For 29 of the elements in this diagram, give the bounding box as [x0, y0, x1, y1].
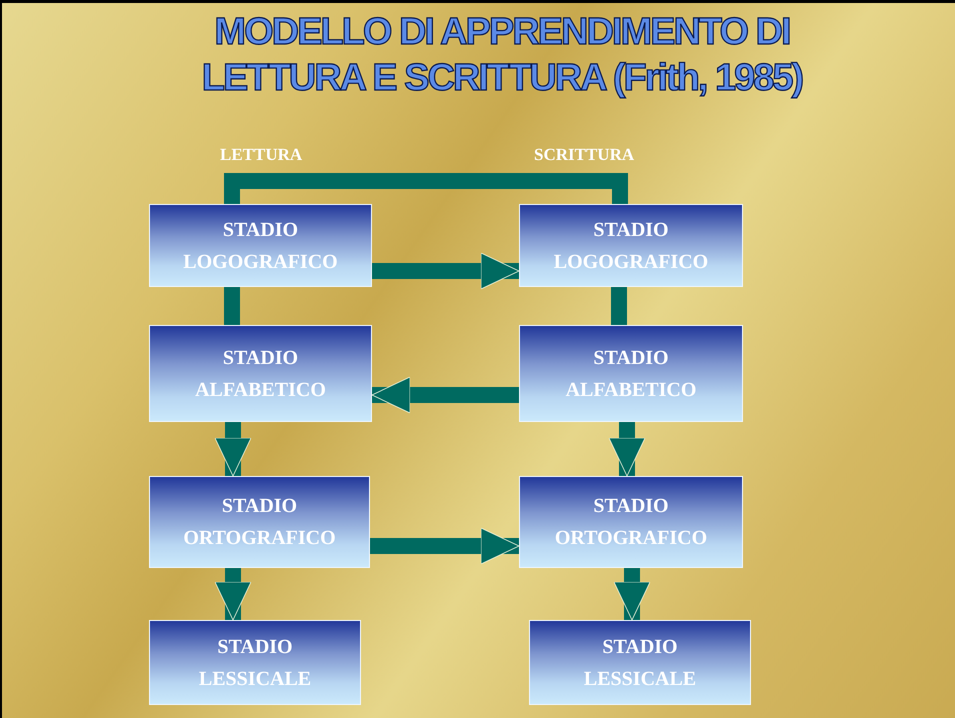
connector-line: [224, 287, 240, 325]
arrow: [214, 568, 252, 620]
stage-box: [149, 204, 372, 287]
stage-label: STADIO ORTOGRAFICO: [182, 494, 337, 551]
stage-label: STADIO LESSICALE: [198, 634, 312, 692]
title: MODELLO DI APPRENDIMENTO DI LETTURA E SCRITTURA (Frith, 1985): [200, 10, 804, 101]
arrow: [614, 568, 650, 620]
column-heading: LETTURA: [220, 145, 302, 165]
stage-label: STADIO LOGOGRAFICO: [552, 218, 710, 274]
arrow: [372, 252, 520, 290]
arrow: [214, 422, 252, 476]
arrow: [608, 422, 646, 476]
arrow: [370, 528, 520, 564]
stage-label: STADIO ALFABETICO: [564, 346, 698, 402]
stage-box: [519, 325, 743, 422]
stage-label: STADIO ALFABETICO: [194, 346, 327, 402]
arrow: [372, 376, 519, 414]
stage-box: [519, 204, 743, 287]
stage-label: STADIO LOGOGRAFICO: [182, 218, 339, 274]
stage-box: [149, 325, 372, 422]
column-heading: SCRITTURA: [534, 145, 634, 165]
connector-line: [224, 173, 628, 204]
stage-label: STADIO LESSICALE: [582, 634, 698, 692]
stage-box: [519, 476, 743, 568]
stage-label: STADIO ORTOGRAFICO: [554, 494, 708, 551]
stage-box: [529, 620, 751, 705]
stage-box: [149, 620, 361, 705]
connector-line: [611, 287, 627, 325]
stage-box: [149, 476, 370, 568]
